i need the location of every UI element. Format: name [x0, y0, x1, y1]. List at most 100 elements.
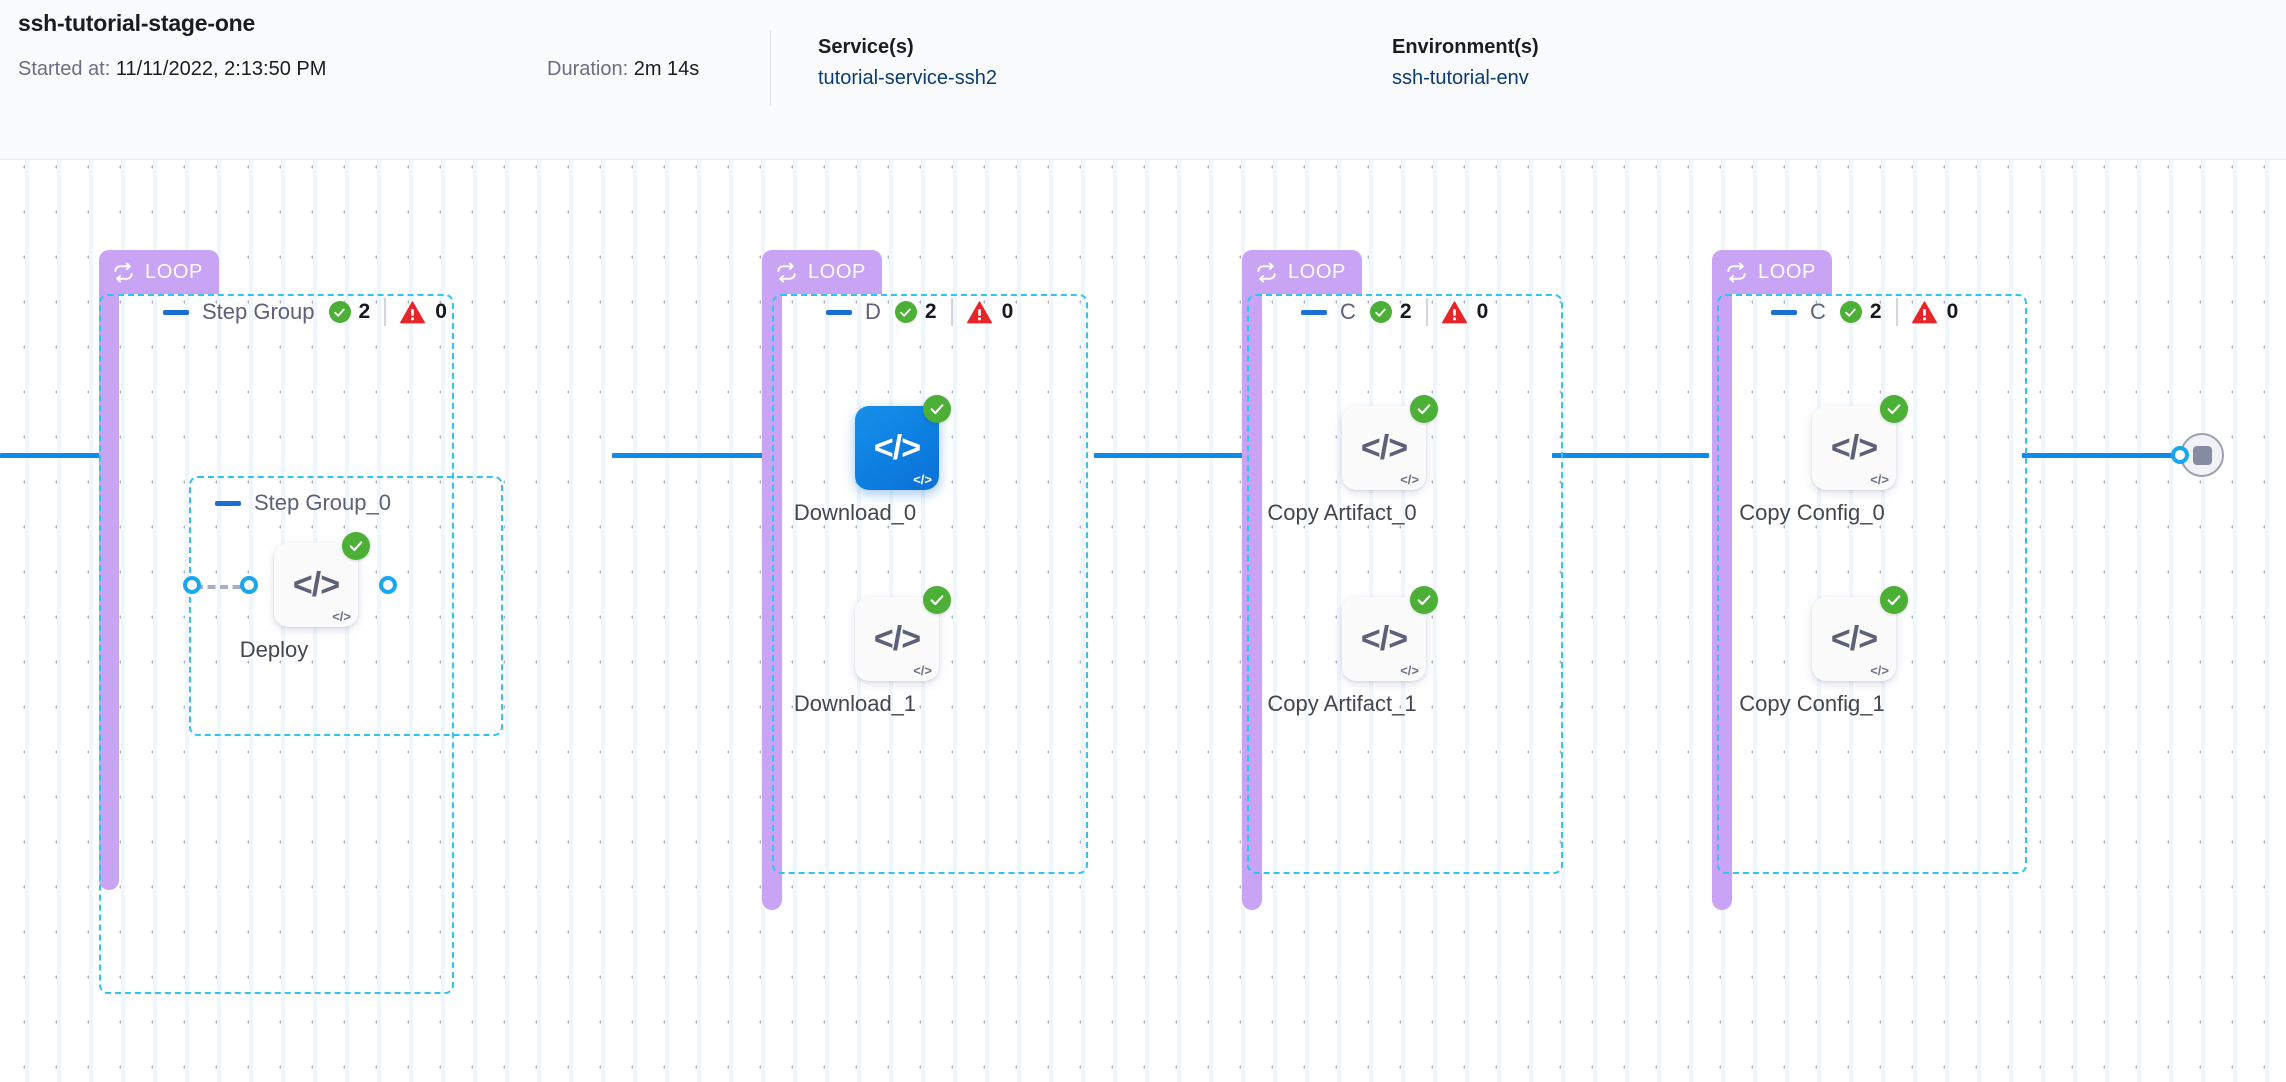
subgroup-box-step-group-0[interactable]: [189, 476, 503, 736]
group-header-copy-config[interactable]: C 2 0: [1771, 298, 1958, 326]
error-count: 0: [435, 300, 447, 323]
duration-label: Duration:: [547, 58, 629, 80]
code-icon: </>: [873, 429, 921, 467]
group-box-step-group[interactable]: [99, 294, 454, 994]
node-tile[interactable]: </> </>: [855, 395, 951, 490]
code-icon: </>: [873, 620, 921, 658]
error-stat: 0: [1441, 300, 1489, 324]
check-circle-icon: [894, 301, 917, 323]
success-count: 2: [358, 300, 371, 323]
end-node-port[interactable]: [2171, 446, 2189, 464]
pipeline-end-node[interactable]: [2171, 433, 2224, 477]
error-count: 0: [1476, 300, 1489, 323]
success-count: 2: [1399, 300, 1412, 323]
port-left-outer[interactable]: [183, 576, 201, 594]
services-value[interactable]: tutorial-service-ssh2: [818, 67, 997, 89]
node-label: Deploy: [239, 637, 309, 662]
subgroup-header-step-group-0[interactable]: Step Group_0: [215, 490, 391, 516]
group-box-copy-config[interactable]: [1717, 294, 2027, 874]
shell-script-badge-icon: </>: [913, 472, 932, 487]
shell-script-badge-icon: </>: [913, 663, 932, 678]
services-title: Service(s): [818, 36, 914, 58]
collapse-toggle-icon[interactable]: [1301, 309, 1327, 315]
check-circle-icon: [1369, 301, 1392, 323]
stat-divider: [1425, 298, 1428, 326]
node-label: Copy Artifact_0: [1267, 500, 1417, 525]
port-left-inner[interactable]: [240, 576, 258, 594]
services-block: Service(s) tutorial-service-ssh2: [818, 36, 997, 90]
check-circle-icon: [328, 301, 351, 323]
warning-triangle-icon: [966, 300, 992, 323]
node-label: Download_0: [793, 500, 917, 525]
shell-script-badge-icon: </>: [1400, 663, 1419, 678]
error-count: 0: [1001, 300, 1014, 323]
group-title: C: [1810, 299, 1826, 324]
success-stat: 2: [1839, 300, 1882, 324]
code-icon: </>: [1830, 429, 1878, 467]
node-tile[interactable]: </> </>: [1342, 586, 1438, 681]
group-header-copy-artifact[interactable]: C 2 0: [1301, 298, 1488, 326]
stat-divider: [950, 298, 953, 326]
status-success-icon: [342, 532, 370, 560]
group-stats: 2 0: [894, 298, 1014, 326]
loop-badge: LOOP: [762, 250, 882, 294]
pipeline-edge-4: [2022, 453, 2182, 458]
execution-header: ssh-tutorial-stage-one Started at: 11/11…: [0, 0, 2286, 160]
loop-icon: [1727, 262, 1746, 282]
node-tile[interactable]: </> </>: [1342, 395, 1438, 490]
header-divider: [770, 30, 771, 106]
node-tile[interactable]: </> </>: [1812, 395, 1908, 490]
collapse-toggle-icon[interactable]: [163, 309, 189, 315]
node-label: Copy Config_0: [1739, 500, 1885, 525]
group-header-step-group[interactable]: Step Group 2 0: [163, 298, 447, 326]
node-tile[interactable]: </> </>: [1812, 586, 1908, 681]
status-success-icon: [923, 586, 951, 614]
loop-side-bar: [99, 290, 119, 890]
success-stat: 2: [328, 300, 371, 324]
success-stat: 2: [1369, 300, 1412, 324]
success-count: 2: [1869, 300, 1882, 323]
code-icon: </>: [1360, 429, 1408, 467]
environments-title: Environment(s): [1392, 36, 1539, 58]
group-title: C: [1340, 299, 1356, 324]
node-label: Download_1: [793, 691, 917, 716]
group-box-download[interactable]: [772, 294, 1088, 874]
shell-script-badge-icon: </>: [1870, 663, 1889, 678]
status-success-icon: [1410, 395, 1438, 423]
status-success-icon: [1880, 395, 1908, 423]
collapse-toggle-icon[interactable]: [1771, 309, 1797, 315]
pipeline-graph-canvas[interactable]: LOOP Step Group 2: [0, 160, 2286, 1082]
node-tile[interactable]: </> </>: [274, 532, 370, 627]
status-success-icon: [923, 395, 951, 423]
stat-divider: [384, 298, 387, 326]
warning-triangle-icon: [1911, 300, 1937, 323]
port-right-outer[interactable]: [379, 576, 397, 594]
group-stats: 2 0: [1369, 298, 1489, 326]
stop-square-icon: [2192, 445, 2212, 465]
loop-badge: LOOP: [99, 250, 219, 294]
success-count: 2: [924, 300, 937, 323]
loop-badge: LOOP: [1712, 250, 1832, 294]
group-stats: 2 0: [1839, 298, 1959, 326]
group-header-download[interactable]: D 2 0: [826, 298, 1013, 326]
pipeline-edge-start: [0, 453, 104, 458]
loop-badge-label: LOOP: [145, 260, 203, 283]
loop-badge-label: LOOP: [1288, 260, 1346, 283]
collapse-toggle-icon[interactable]: [826, 309, 852, 315]
node-label: Copy Config_1: [1739, 691, 1885, 716]
page-title: ssh-tutorial-stage-one: [18, 10, 256, 36]
warning-triangle-icon: [1441, 300, 1467, 323]
warning-triangle-icon: [400, 300, 426, 323]
status-success-icon: [1880, 586, 1908, 614]
pipeline-edge-3: [1552, 453, 1709, 458]
code-icon: </>: [1830, 620, 1878, 658]
error-count: 0: [1946, 300, 1959, 323]
node-tile[interactable]: </> </>: [855, 586, 951, 681]
stat-divider: [1895, 298, 1898, 326]
environments-value[interactable]: ssh-tutorial-env: [1392, 67, 1529, 89]
loop-badge: LOOP: [1242, 250, 1362, 294]
collapse-toggle-icon[interactable]: [215, 500, 241, 506]
group-box-copy-artifact[interactable]: [1247, 294, 1563, 874]
loop-icon: [777, 262, 796, 282]
loop-badge-label: LOOP: [808, 260, 866, 283]
